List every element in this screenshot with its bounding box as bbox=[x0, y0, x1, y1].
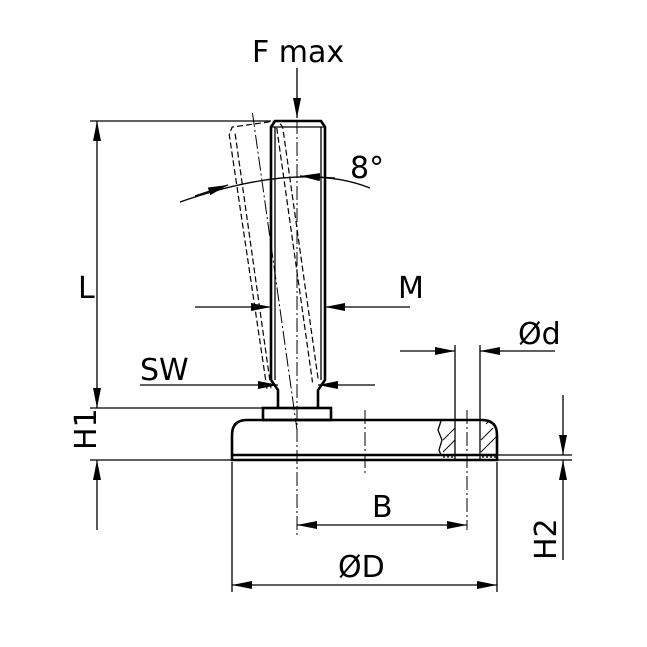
angle-label: 8° bbox=[350, 151, 384, 186]
thread-label: M bbox=[398, 271, 424, 306]
angle-arrow-right bbox=[299, 173, 336, 182]
angle-arrow-left bbox=[194, 184, 229, 197]
hole-diameter-label: Ød bbox=[518, 317, 561, 352]
hole-distance-label: B bbox=[372, 490, 393, 525]
threaded-stem bbox=[269, 119, 327, 408]
length-label: L bbox=[78, 271, 95, 306]
force-label: F max bbox=[252, 35, 344, 70]
height2-label: H2 bbox=[529, 518, 564, 560]
wrench-size-label: SW bbox=[140, 353, 189, 388]
base-diameter-label: ØD bbox=[338, 550, 385, 585]
height1-label: H1 bbox=[69, 408, 104, 450]
